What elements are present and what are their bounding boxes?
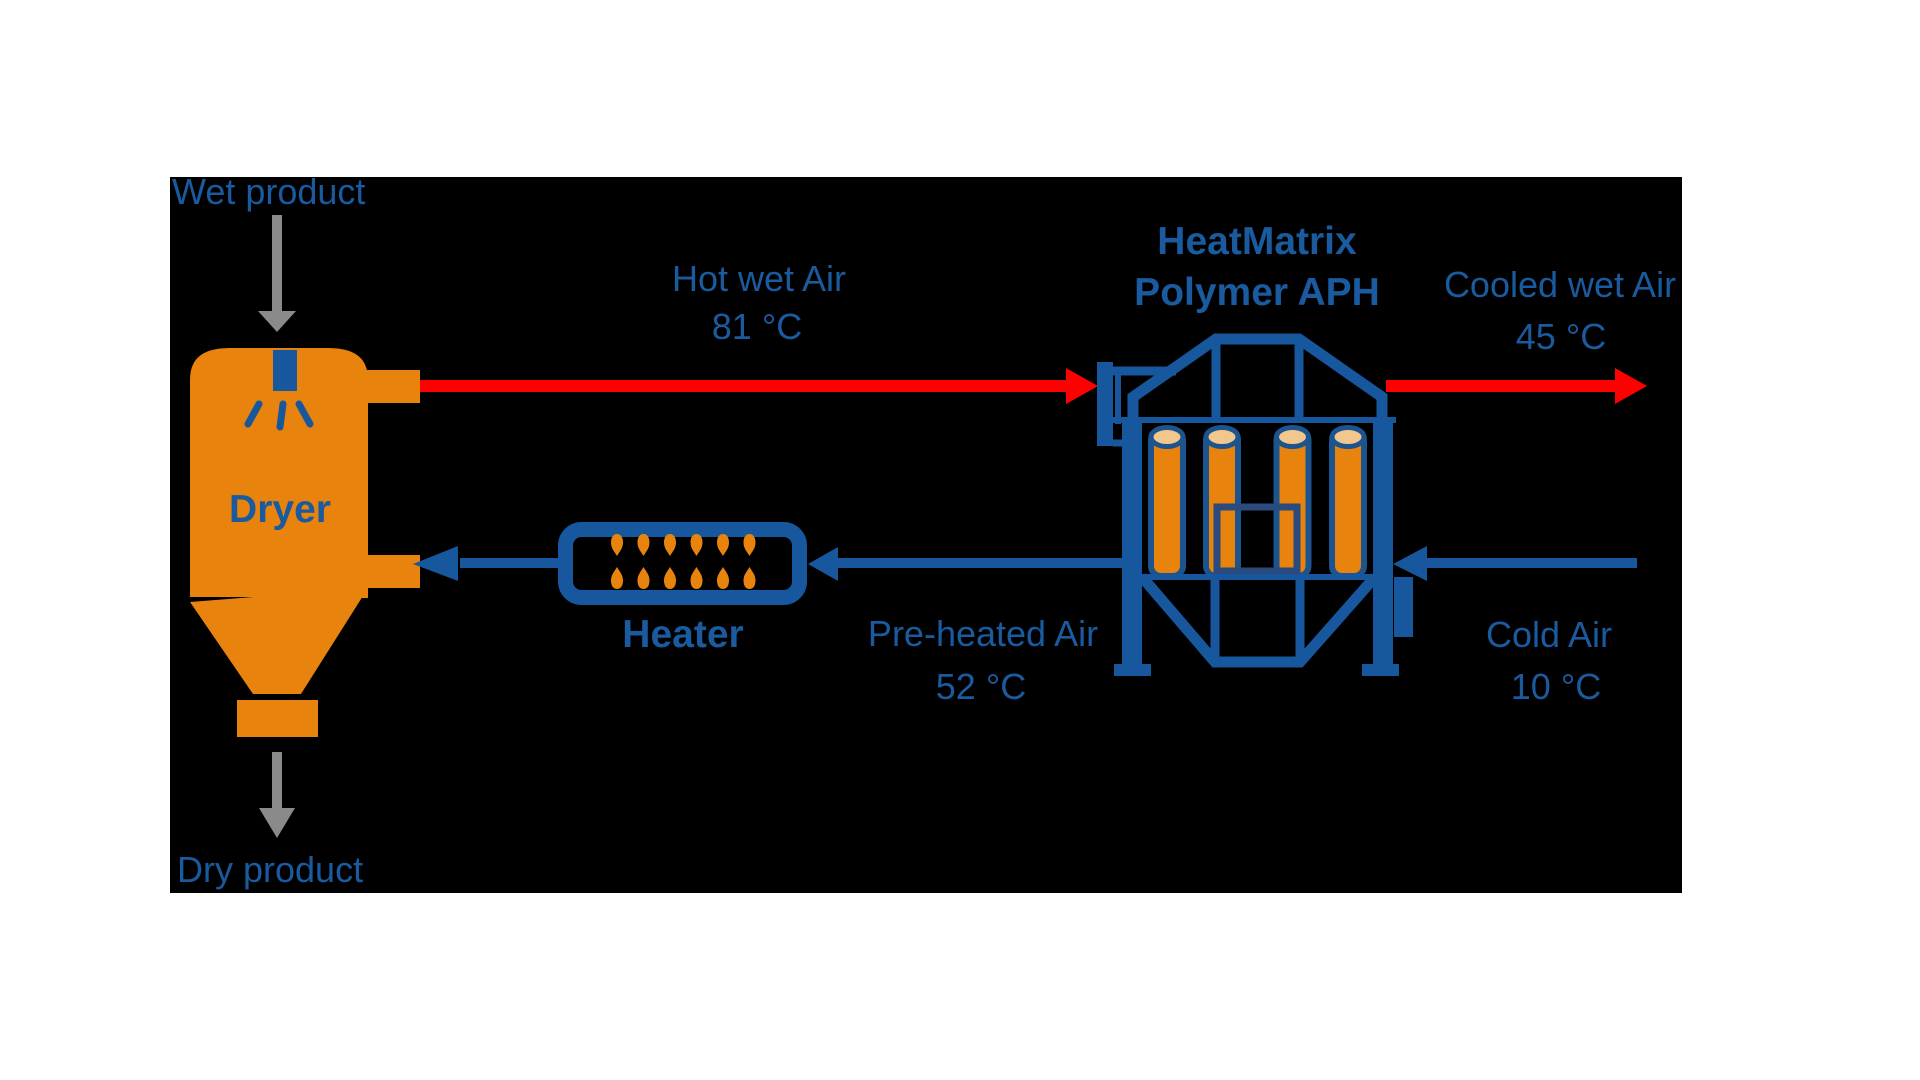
dry-product-arrow [259,752,295,838]
aph-bottom-hood [1137,573,1380,668]
cooled-wet-air-label: Cooled wet Air [1443,264,1677,305]
heater-shell [558,522,807,605]
aph-cold-air-flange [1394,577,1413,637]
hot-wet-air-label: Hot wet Air [671,258,847,299]
cold-air-label: Cold Air [1485,614,1613,655]
cold-air-temp: 10 °C [1510,666,1602,707]
dry-product-label: Dry product [177,849,364,890]
dryer-outlet-duct-top [366,370,420,403]
aph-unit [1097,333,1413,676]
pre-heated-air-temp: 52 °C [935,666,1027,707]
aph-title-line1: HeatMatrix [1157,220,1357,263]
aph-inlet-flange [1097,362,1113,446]
heater-unit [558,522,807,605]
aph-title-line2: Polymer APH [1134,271,1380,314]
dryer-cone [190,588,368,694]
burner-flames-icon [611,534,756,589]
aph-polymer-tubes [1148,425,1367,579]
dryer-body [190,348,368,598]
aph-top-hood [1127,333,1388,421]
dryer-vessel [188,348,420,737]
hot-wet-air-temp: 81 °C [711,306,803,347]
dryer-discharge-box [237,700,318,737]
heater-label: Heater [622,613,744,656]
spray-nozzle [273,350,297,391]
wet-product-label: Wet product [172,171,366,212]
pre-heated-air-label: Pre-heated Air [867,613,1099,654]
cooled-wet-air-arrow [1386,368,1647,404]
pre-heated-air-arrow-to-dryer [413,546,560,581]
cooled-wet-air-temp: 45 °C [1515,316,1607,357]
dryer-label: Dryer [229,488,331,531]
pre-heated-air-arrow-to-heater [808,547,1126,581]
wet-product-arrow [258,215,296,332]
diagram-canvas [170,177,1682,893]
aph-left-wall [1122,418,1142,668]
hot-wet-air-arrow [420,368,1098,404]
spray-lines-icon [244,400,314,431]
dryer-inlet-duct-bottom [366,555,420,588]
cold-air-arrow [1393,546,1637,581]
aph-access-door [1213,503,1301,575]
aph-right-wall [1373,418,1393,668]
